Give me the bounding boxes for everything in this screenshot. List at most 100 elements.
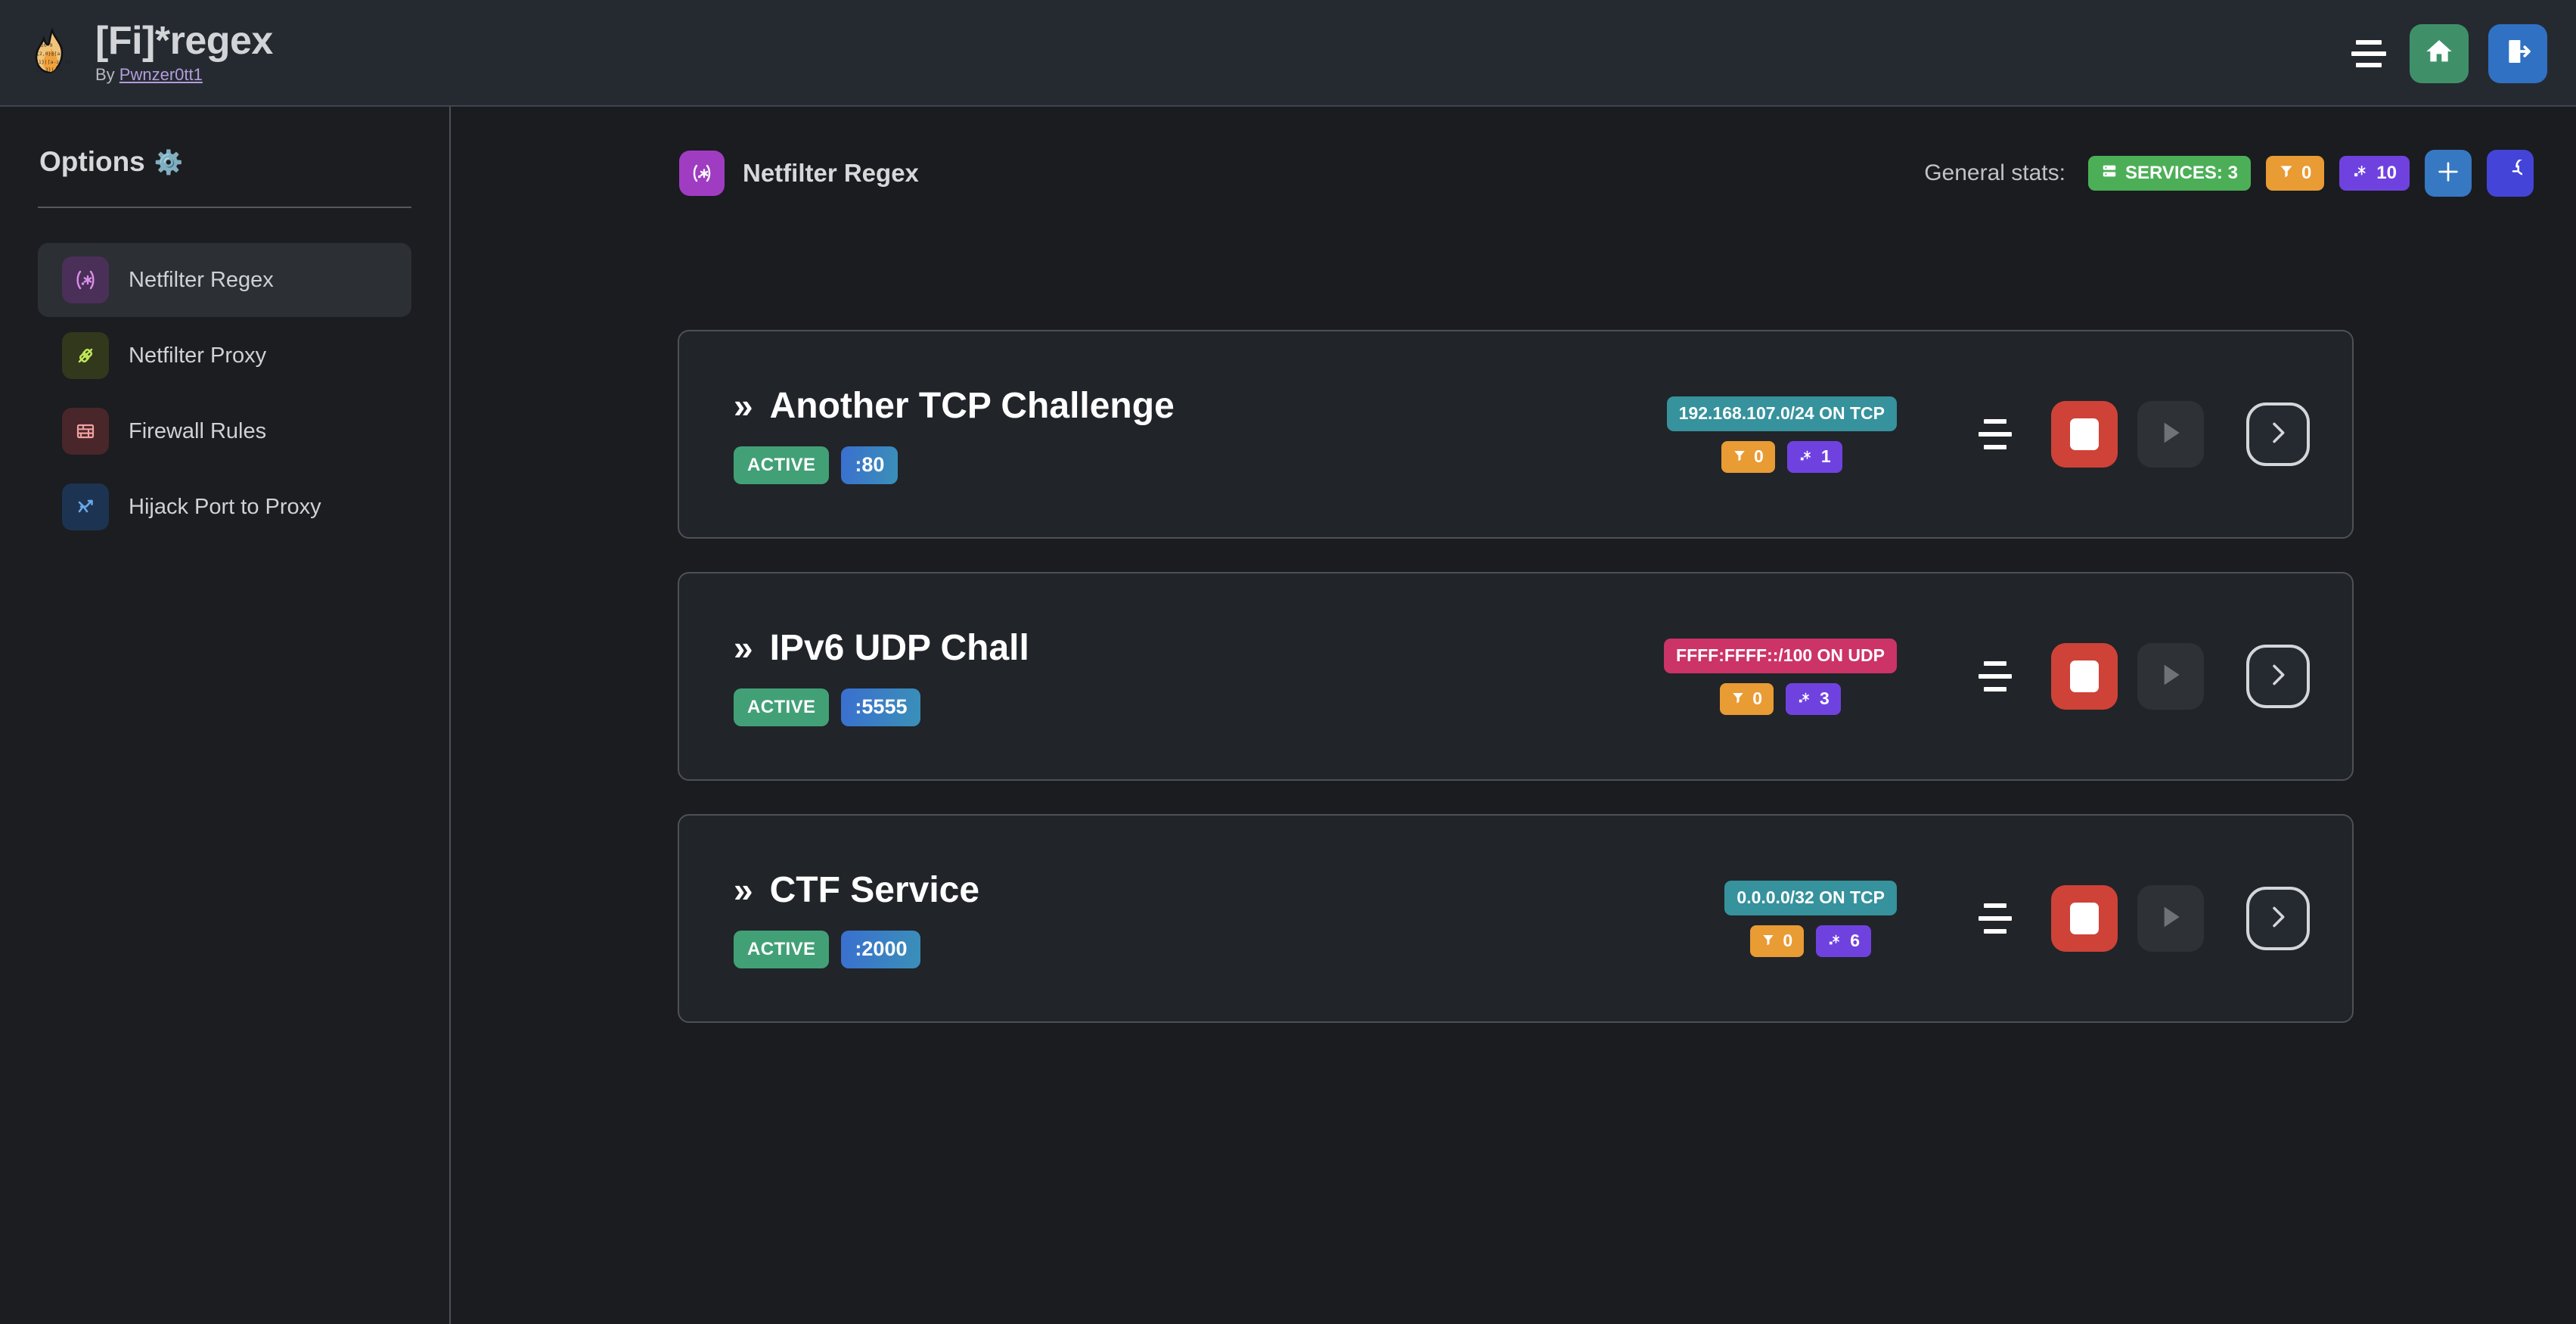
service-title: » Another TCP Challenge <box>734 385 1175 427</box>
status-badge: ACTIVE <box>734 446 830 484</box>
refresh-button[interactable] <box>2487 150 2534 197</box>
sidebar-title: Options ⚙️ <box>39 146 411 178</box>
services-badge-text: SERVICES: 3 <box>2124 163 2238 183</box>
regex-dot-icon <box>1797 688 1812 709</box>
service-filters-badge[interactable]: 0 <box>1750 925 1805 957</box>
filters-badge-text: 0 <box>2301 163 2312 183</box>
sidebar-item-netfilter-proxy[interactable]: Netfilter Proxy <box>38 319 411 393</box>
sidebar-title-text: Options <box>39 146 145 177</box>
app-byline: By Pwnzer0tt1 <box>95 65 203 85</box>
service-name: CTF Service <box>769 869 980 910</box>
service-filters-badge[interactable]: 0 <box>1721 440 1775 473</box>
service-regexes-badge[interactable]: 3 <box>1786 682 1841 715</box>
service-name: IPv6 UDP Chall <box>769 627 1029 668</box>
service-menu-icon[interactable] <box>1959 661 2031 692</box>
service-menu-icon[interactable] <box>1959 903 2031 934</box>
status-badge: ACTIVE <box>734 688 830 726</box>
page-title: Netfilter Regex <box>743 159 919 187</box>
hamburger-icon[interactable] <box>2348 33 2390 75</box>
main-content: Netfilter Regex General stats: SERVICES:… <box>452 107 2576 1324</box>
brand: -z0-9 {2,0}@[a- {1}|[a-z]-9] {1,3}(-z] [… <box>27 20 273 85</box>
service-controls: 0.0.0.0/32 ON TCP 0 6 <box>1724 880 2352 957</box>
service-list: » Another TCP Challenge ACTIVE :80 192.1… <box>678 330 2354 1056</box>
service-title: » IPv6 UDP Chall <box>734 627 1029 669</box>
service-filters-badge[interactable]: 0 <box>1720 682 1774 715</box>
stop-button[interactable] <box>2051 885 2118 952</box>
gear-icon: ⚙️ <box>154 148 184 176</box>
service-pills: ACTIVE :5555 <box>734 688 1029 726</box>
flame-regex-logo: -z0-9 {2,0}@[a- {1}|[a-z]-9] {1,3}(-z] <box>27 28 76 76</box>
home-button[interactable] <box>2410 23 2469 83</box>
refresh-icon <box>2498 157 2534 188</box>
play-button[interactable] <box>2137 885 2204 952</box>
sidebar-item-label: Netfilter Regex <box>129 267 274 292</box>
regexes-badge[interactable]: 10 <box>2339 156 2410 191</box>
header-actions <box>2348 0 2547 107</box>
sidebar: Options ⚙️ Netfilter Regex N <box>0 107 451 1324</box>
service-regexes-badge[interactable]: 1 <box>1786 440 1842 473</box>
service-pills: ACTIVE :2000 <box>734 930 979 968</box>
service-counters: 0 1 <box>1721 440 1842 473</box>
regex-dot-icon <box>1827 931 1842 951</box>
play-button[interactable] <box>2137 401 2204 468</box>
logout-button[interactable] <box>2488 23 2547 83</box>
network-badge: FFFF:FFFF::/100 ON UDP <box>1664 638 1897 673</box>
service-card[interactable]: » CTF Service ACTIVE :2000 0.0.0.0/32 ON… <box>678 814 2354 1023</box>
service-regexes-count: 1 <box>1820 446 1831 466</box>
service-counters: 0 6 <box>1750 925 1871 957</box>
content-header: Netfilter Regex General stats: SERVICES:… <box>679 150 2534 197</box>
sidebar-item-label: Netfilter Proxy <box>129 343 267 368</box>
sidebar-item-hijack-port-to-proxy[interactable]: Hijack Port to Proxy <box>38 470 411 544</box>
service-card[interactable]: » Another TCP Challenge ACTIVE :80 192.1… <box>678 330 2354 539</box>
service-card[interactable]: » IPv6 UDP Chall ACTIVE :5555 FFFF:FFFF:… <box>678 572 2354 781</box>
port-badge: :5555 <box>841 688 921 726</box>
stop-button[interactable] <box>2051 401 2118 468</box>
brick-wall-icon <box>62 408 109 455</box>
filter-icon <box>1761 931 1775 951</box>
services-badge[interactable]: SERVICES: 3 <box>2087 156 2251 191</box>
service-regexes-badge[interactable]: 6 <box>1816 925 1871 957</box>
sidebar-item-firewall-rules[interactable]: Firewall Rules <box>38 394 411 468</box>
service-info: » CTF Service ACTIVE :2000 <box>679 869 979 968</box>
sidebar-item-label: Firewall Rules <box>129 418 267 443</box>
open-service-button[interactable] <box>2246 402 2310 466</box>
sidebar-item-label: Hijack Port to Proxy <box>129 494 321 519</box>
network-badge: 192.168.107.0/24 ON TCP <box>1666 396 1897 431</box>
home-icon <box>2424 36 2454 70</box>
service-info: » Another TCP Challenge ACTIVE :80 <box>679 385 1175 484</box>
chevron-right-icon <box>2263 660 2293 694</box>
regex-icon <box>62 256 109 303</box>
author-link[interactable]: Pwnzer0tt1 <box>119 65 203 85</box>
stop-button[interactable] <box>2051 643 2118 710</box>
service-menu-icon[interactable] <box>1959 419 2031 449</box>
filter-icon <box>1733 446 1746 467</box>
service-filters-count: 0 <box>1752 688 1762 708</box>
server-icon <box>2101 163 2118 185</box>
add-service-button[interactable] <box>2425 150 2472 197</box>
service-network-stats: FFFF:FFFF::/100 ON UDP 0 3 <box>1664 638 1897 715</box>
app-title: [Fi]*regex <box>95 18 273 63</box>
stats-label: General stats: <box>1924 160 2065 185</box>
stop-icon <box>2070 903 2099 934</box>
service-network-stats: 192.168.107.0/24 ON TCP 0 1 <box>1666 396 1897 473</box>
status-badge: ACTIVE <box>734 930 830 968</box>
port-badge: :2000 <box>841 930 921 968</box>
sidebar-item-netfilter-regex[interactable]: Netfilter Regex <box>38 243 411 317</box>
double-chevron-icon: » <box>734 628 753 667</box>
double-chevron-icon: » <box>734 386 753 425</box>
port-badge: :80 <box>841 446 898 484</box>
service-regexes-count: 6 <box>1850 931 1860 950</box>
service-controls: FFFF:FFFF::/100 ON UDP 0 3 <box>1664 638 2352 715</box>
sidebar-divider <box>38 207 411 208</box>
open-service-button[interactable] <box>2246 887 2310 950</box>
svg-text:-z0-9: -z0-9 <box>38 42 53 48</box>
service-network-stats: 0.0.0.0/32 ON TCP 0 6 <box>1724 880 1897 957</box>
play-icon <box>2155 418 2186 452</box>
play-button[interactable] <box>2137 643 2204 710</box>
stop-icon <box>2070 660 2099 692</box>
open-service-button[interactable] <box>2246 645 2310 708</box>
svg-text:{2,0}@[a-: {2,0}@[a- <box>36 51 63 57</box>
service-info: » IPv6 UDP Chall ACTIVE :5555 <box>679 627 1029 726</box>
filter-icon <box>2279 163 2294 184</box>
filters-badge[interactable]: 0 <box>2265 156 2325 191</box>
